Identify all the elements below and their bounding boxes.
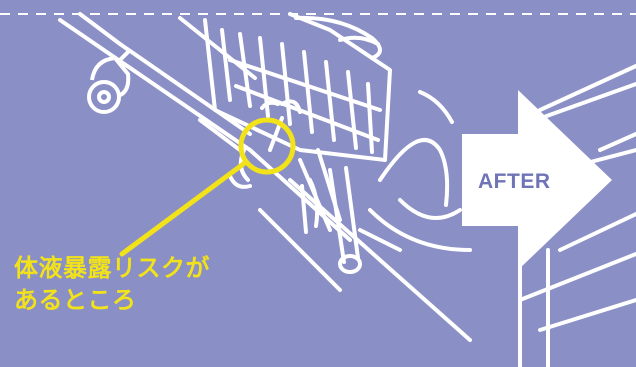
side-rail bbox=[203, 12, 392, 162]
after-bed-lines bbox=[518, 64, 636, 367]
after-label: AFTER bbox=[478, 170, 551, 193]
after-arrow-icon bbox=[462, 90, 612, 270]
risk-callout-line-1: 体液暴露リスクが bbox=[14, 254, 210, 282]
caster-wheel-icon bbox=[87, 48, 132, 114]
callout-leader-line bbox=[119, 159, 249, 257]
risk-highlight-ring bbox=[238, 117, 296, 175]
mattress-lines bbox=[358, 90, 472, 252]
risk-callout-text: 体液暴露リスクが あるところ bbox=[14, 252, 274, 316]
bed-leg bbox=[300, 166, 362, 274]
risk-callout-line-2: あるところ bbox=[14, 286, 137, 314]
